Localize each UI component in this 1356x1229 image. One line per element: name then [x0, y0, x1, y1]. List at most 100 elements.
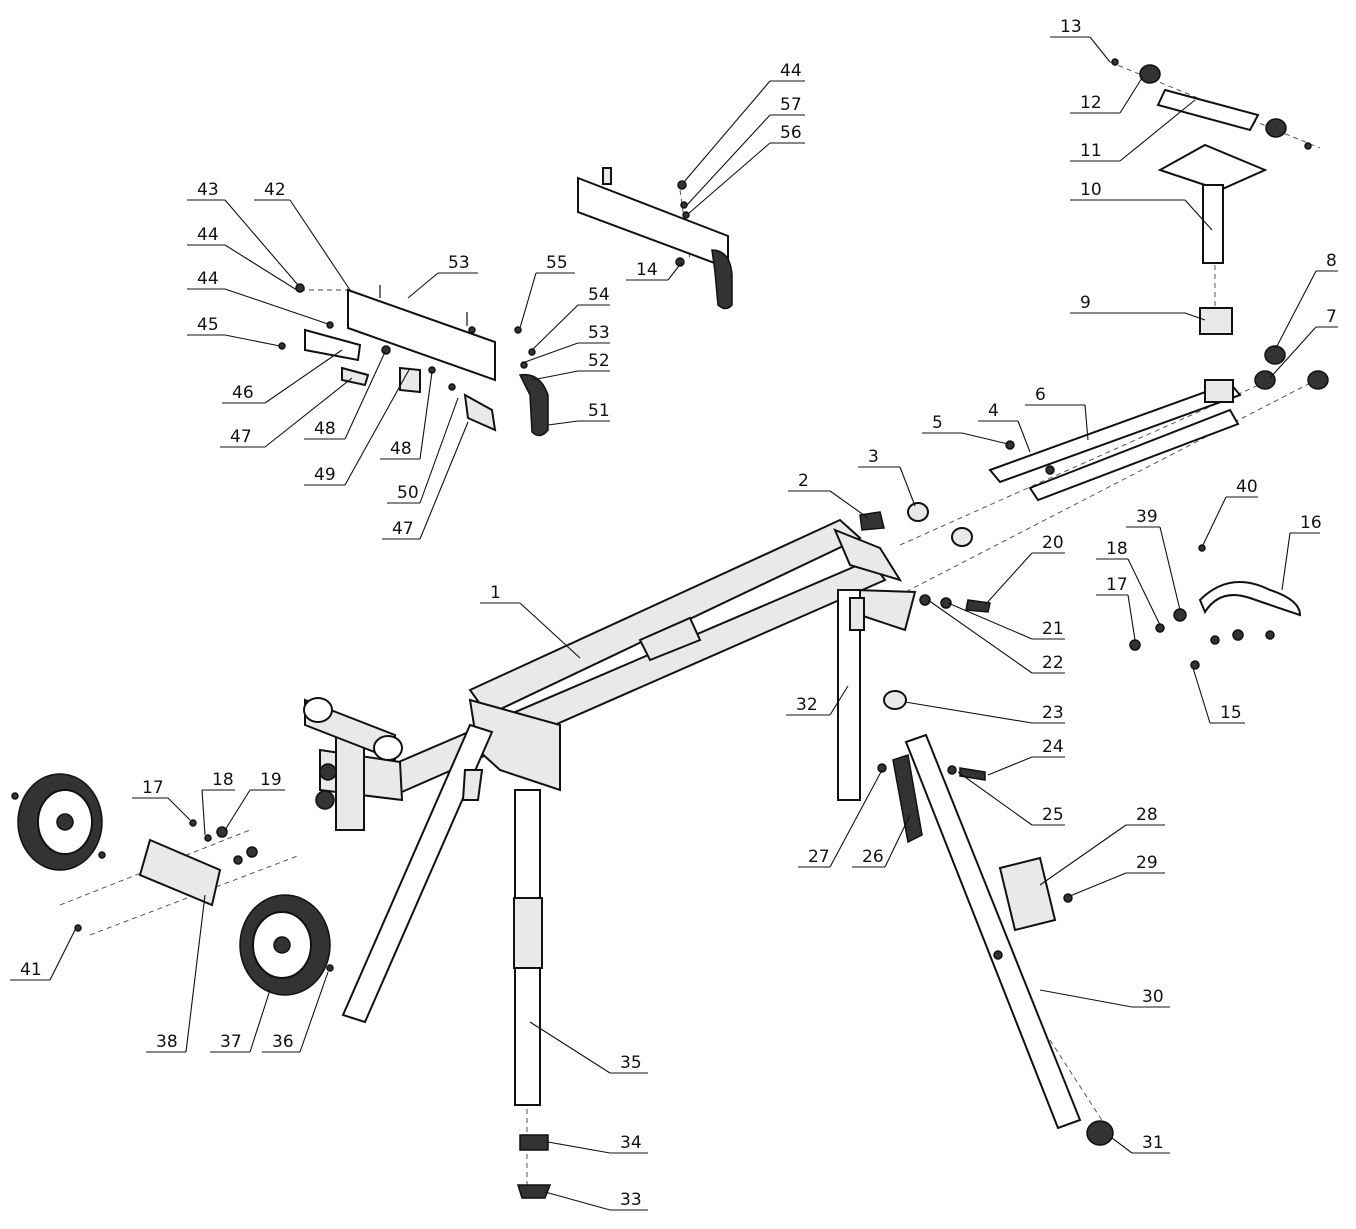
callout-5: 5	[922, 413, 1009, 445]
callout-number: 14	[636, 260, 658, 280]
callout-number: 46	[232, 383, 254, 403]
callout-40: 40	[1202, 477, 1258, 546]
callout-number: 27	[808, 847, 830, 867]
callout-number: 37	[220, 1032, 242, 1052]
callout-52: 52	[531, 351, 610, 381]
callout-leader-line	[1127, 558, 1161, 626]
callout-number: 56	[780, 123, 802, 143]
callout-number: 45	[197, 315, 219, 335]
callout-24: 24	[987, 737, 1065, 776]
callout-number: 40	[1236, 477, 1258, 497]
callout-15: 15	[1192, 667, 1245, 724]
callout-leader-line	[519, 272, 537, 329]
callout-number: 17	[1106, 575, 1128, 595]
callout-leader-line	[289, 199, 351, 291]
callout-leader-line	[957, 771, 1033, 826]
callout-leader-line	[49, 929, 76, 981]
callout-4: 4	[978, 401, 1031, 453]
callout-leader-line	[1119, 77, 1143, 114]
callout-leader-line	[419, 421, 469, 540]
callout-leader-line	[531, 304, 579, 351]
callout-38: 38	[146, 894, 206, 1053]
callout-number: 44	[197, 269, 219, 289]
callout-leader-line	[1281, 532, 1291, 591]
callout-number: 6	[1035, 385, 1046, 405]
callout-number: 36	[272, 1032, 294, 1052]
callout-number: 24	[1042, 737, 1064, 757]
callout-41: 41	[10, 929, 76, 981]
callout-leader-line	[1017, 420, 1031, 453]
callout-leader-line	[904, 701, 1033, 724]
callout-33: 33	[544, 1190, 648, 1211]
callout-48: 48	[380, 371, 433, 460]
callout-number: 42	[264, 180, 286, 200]
callout-leader-line	[344, 351, 386, 440]
callout-leader-line	[884, 814, 911, 868]
callout-32: 32	[786, 685, 849, 716]
callout-17: 17	[1096, 575, 1136, 641]
callout-34: 34	[547, 1133, 648, 1154]
callout-leader-line	[201, 789, 206, 836]
callout-number: 35	[620, 1053, 642, 1073]
callout-leader-line	[1039, 824, 1127, 886]
callout-50: 50	[387, 397, 459, 504]
callout-leader-line	[524, 342, 579, 363]
callout-47: 47	[382, 421, 469, 540]
callout-leader-line	[249, 989, 271, 1053]
callout-number: 16	[1300, 513, 1322, 533]
callout-20: 20	[984, 533, 1065, 606]
callout-27: 27	[798, 769, 883, 868]
callout-leader-line	[224, 199, 299, 286]
callout-14: 14	[626, 260, 683, 281]
callout-19: 19	[224, 770, 285, 831]
callout-number: 32	[796, 695, 818, 715]
callout-8: 8	[1275, 251, 1338, 349]
callout-6: 6	[1025, 385, 1089, 441]
legs	[341, 589, 1082, 1130]
callout-54: 54	[531, 285, 610, 351]
callout-number: 18	[1106, 539, 1128, 559]
roller-extension	[907, 58, 1329, 547]
callout-17: 17	[132, 778, 191, 821]
callout-leader-line	[685, 114, 771, 207]
callout-leader-line	[1192, 667, 1211, 724]
upper-fence	[577, 167, 733, 310]
callout-leader-line	[419, 397, 459, 504]
callout-number: 47	[392, 519, 414, 539]
callout-leader-line	[1159, 526, 1181, 611]
callout-25: 25	[957, 771, 1065, 826]
callout-10: 10	[1070, 180, 1213, 231]
callout-number: 38	[156, 1032, 178, 1052]
callout-number: 18	[212, 770, 234, 790]
callout-44: 44	[187, 225, 301, 293]
callout-number: 20	[1042, 533, 1064, 553]
callout-18: 18	[1096, 539, 1161, 626]
callout-number: 5	[932, 413, 943, 433]
callout-number: 31	[1142, 1133, 1164, 1153]
main-frame	[303, 518, 917, 831]
callout-number: 11	[1080, 141, 1102, 161]
callout-2: 2	[788, 471, 869, 519]
callout-28: 28	[1039, 805, 1165, 886]
callout-number: 43	[197, 180, 219, 200]
callout-number: 4	[988, 401, 999, 421]
callout-55: 55	[519, 253, 575, 329]
callout-leader-line	[1111, 1137, 1133, 1154]
callout-number: 3	[868, 447, 879, 467]
callout-45: 45	[187, 315, 281, 347]
callout-number: 39	[1136, 507, 1158, 527]
wheel-assembly	[11, 773, 334, 996]
callout-9: 9	[1070, 293, 1206, 321]
callout-number: 30	[1142, 987, 1164, 1007]
callout-leader-line	[987, 756, 1033, 776]
callout-leader-line	[1184, 199, 1213, 231]
callout-53: 53	[407, 253, 478, 299]
handle-assembly	[1129, 544, 1302, 670]
callout-leader-line	[984, 552, 1033, 606]
callout-30: 30	[1039, 987, 1170, 1008]
callout-39: 39	[1126, 507, 1181, 611]
callout-number: 25	[1042, 805, 1064, 825]
callout-leader-line	[519, 602, 581, 659]
callout-11: 11	[1070, 99, 1196, 162]
callout-leader-line	[947, 602, 1033, 640]
